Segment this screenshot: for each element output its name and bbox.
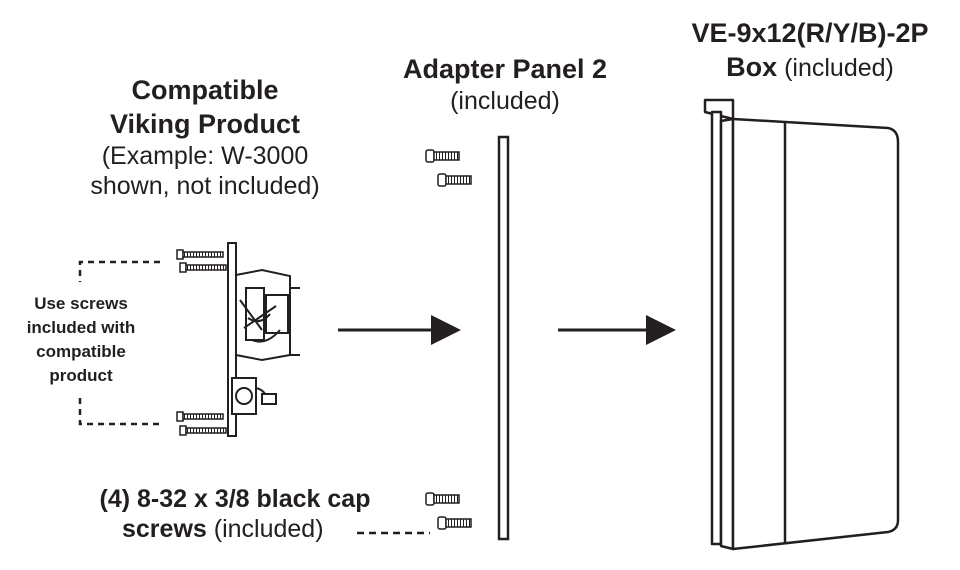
cap-screw-icon — [425, 492, 460, 506]
cap-screw-icon — [437, 173, 472, 187]
cap-screws-line2-note: (included) — [206, 515, 324, 543]
cap-screws-line2-bold: screws — [122, 515, 207, 543]
box-title: VE-9x12(R/Y/B)-2P — [691, 18, 929, 48]
adapter-title: Adapter Panel 2 — [402, 54, 608, 84]
product-note-line2: shown, not included) — [90, 172, 320, 200]
cap-screws-line1: (4) 8-32 x 3/8 black cap — [99, 485, 371, 513]
screws-note-line3: compatible — [36, 342, 126, 361]
screws-bracket — [78, 260, 160, 426]
long-screw-icon — [176, 411, 224, 422]
long-screw-icon — [179, 262, 227, 273]
product-title-line2: Viking Product — [109, 109, 301, 139]
cap-screws-label: (4) 8-32 x 3/8 black cap screws (include… — [70, 484, 400, 544]
ve-box-drawing — [703, 98, 900, 551]
box-title-note: (included) — [777, 54, 894, 82]
long-screw-icon — [176, 249, 224, 260]
adapter-note: (included) — [450, 87, 560, 115]
product-screws — [176, 249, 227, 436]
cap-screw-icon — [425, 149, 460, 163]
product-title-line1: Compatible — [131, 75, 279, 105]
screws-note-line2: included with — [26, 318, 136, 337]
screws-note-line4: product — [49, 366, 113, 385]
product-note-line1: (Example: W-3000 — [101, 142, 309, 170]
adapter-label: Adapter Panel 2 (included) — [375, 52, 635, 116]
box-label: VE-9x12(R/Y/B)-2P Box (included) — [660, 16, 960, 84]
box-title-bold: Box — [726, 52, 778, 82]
adapter-panel-drawing — [497, 135, 510, 541]
screws-note: Use screws included with compatible prod… — [0, 292, 162, 388]
viking-product-drawing — [227, 242, 300, 437]
cap-screws — [425, 149, 472, 530]
product-label: Compatible Viking Product (Example: W-30… — [60, 73, 350, 201]
screws-note-line1: Use screws — [34, 294, 128, 313]
cap-screw-icon — [437, 516, 472, 530]
long-screw-icon — [179, 425, 227, 436]
